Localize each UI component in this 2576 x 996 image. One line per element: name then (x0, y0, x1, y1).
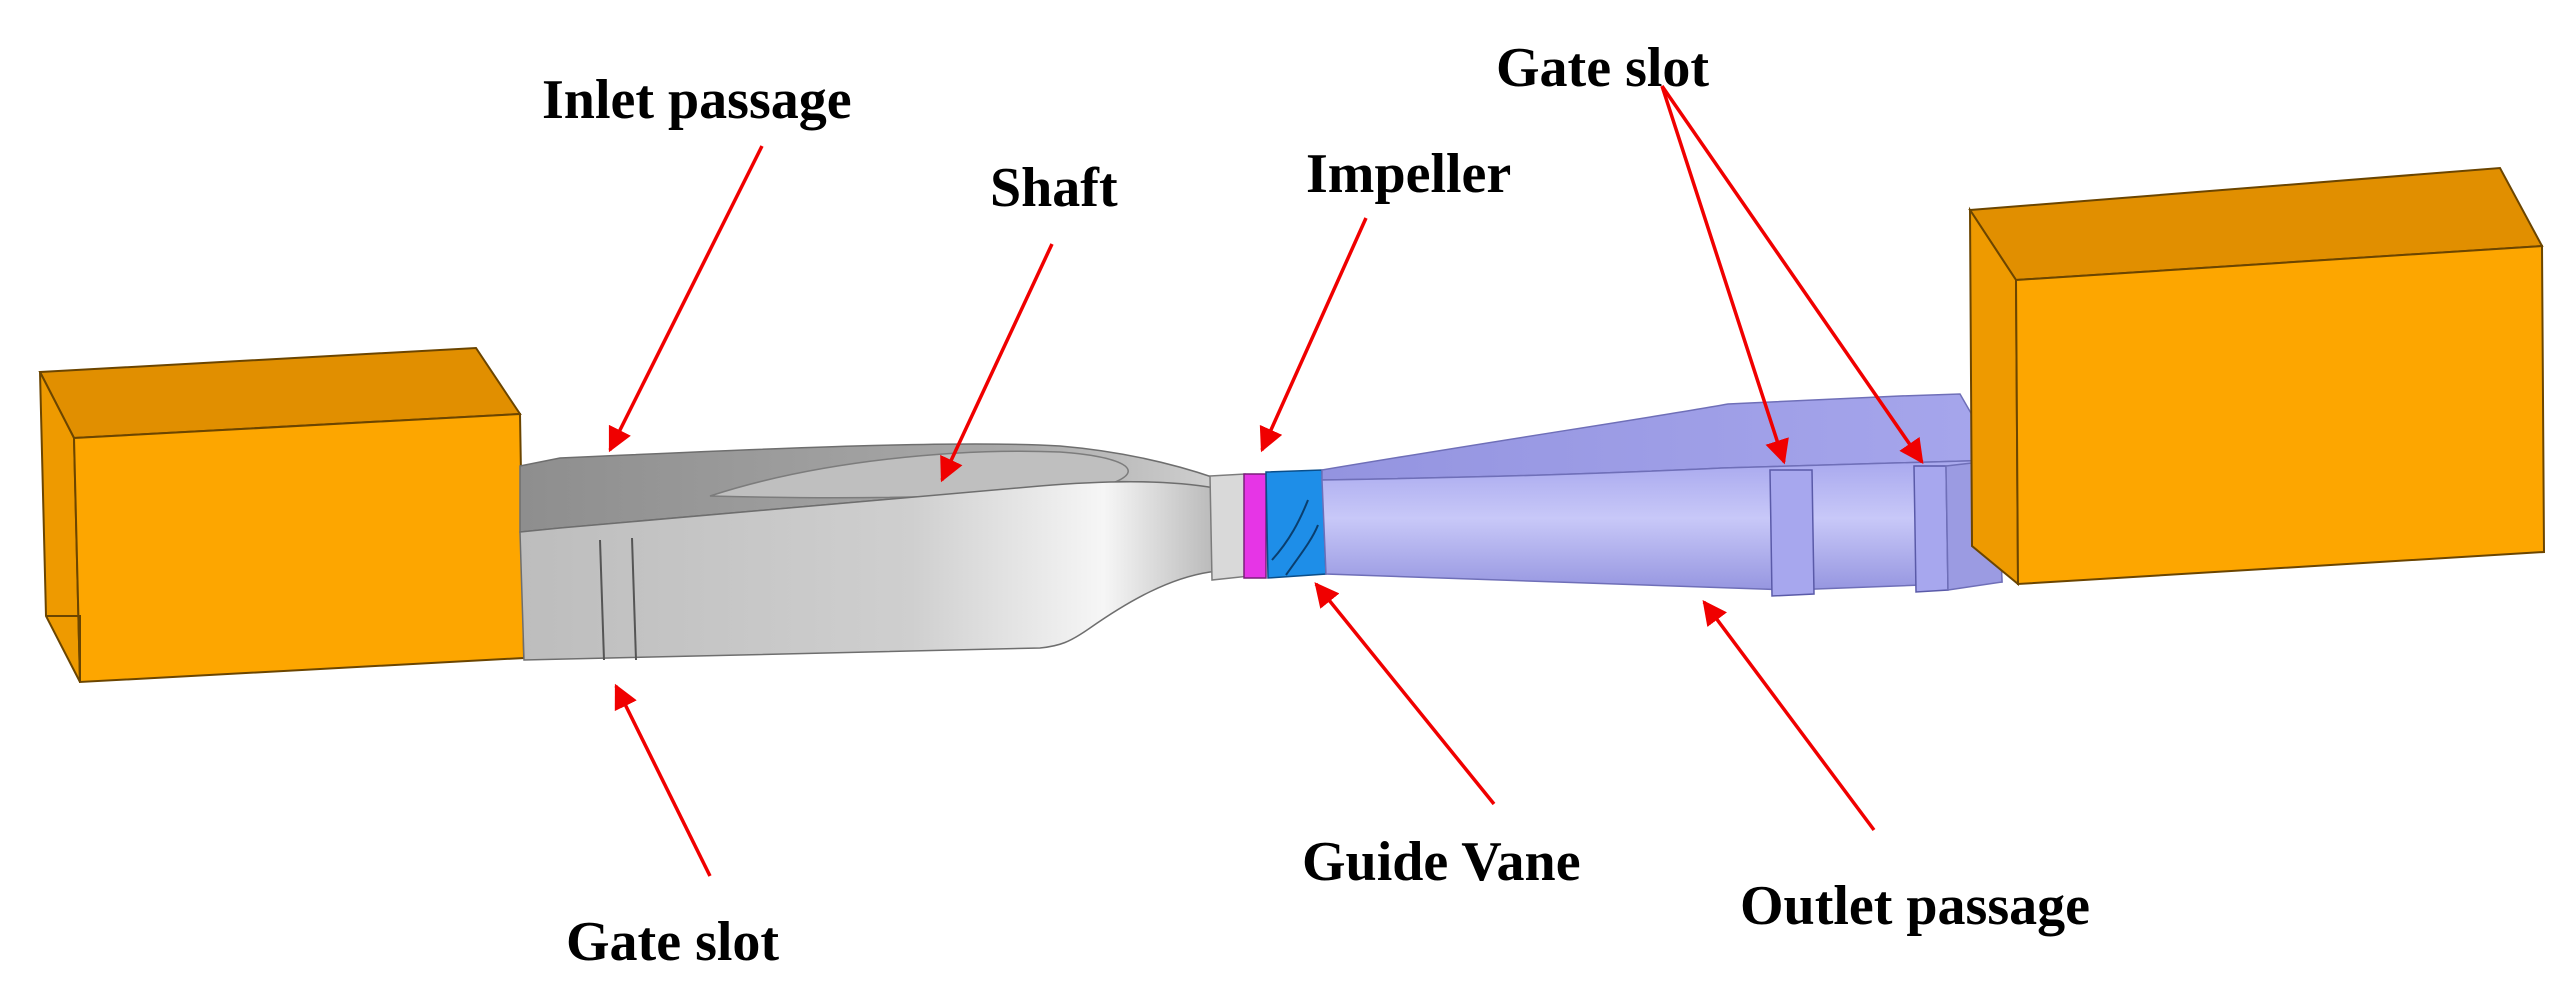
inlet-passage-body (519, 443, 1251, 661)
inlet-tank (38, 346, 526, 684)
arrow-shaft (940, 243, 1054, 483)
arrow-gate-slot-bottom (614, 683, 712, 877)
labels: Inlet passage Shaft Impeller Gate slot G… (542, 37, 2090, 973)
inlet-gate-slot-line-2 (631, 537, 637, 661)
pump-unit (1243, 469, 1327, 579)
label-shaft: Shaft (990, 157, 1118, 219)
impeller-ring (1243, 473, 1267, 579)
arrow-impeller (1259, 217, 1368, 453)
shaft-opening (709, 450, 1129, 499)
arrow-guide-vane (1314, 582, 1496, 806)
label-inlet-passage: Inlet passage (542, 69, 852, 131)
callout-arrows (608, 85, 1924, 877)
inlet-tank-front (72, 412, 526, 684)
label-gate-slot-top: Gate slot (1496, 37, 1709, 99)
outlet-gate-slot-2 (1913, 465, 1949, 593)
arrow-inlet-passage (608, 145, 764, 453)
outlet-tank (1968, 166, 2546, 587)
outlet-gate-slot-1 (1769, 469, 1815, 597)
label-impeller: Impeller (1306, 143, 1511, 205)
outlet-passage-body (1321, 393, 2003, 597)
inlet-gate-slot-line-1 (599, 539, 605, 661)
arrow-gate-slot-top-2 (1660, 85, 1924, 465)
inlet-passage-front (519, 480, 1233, 661)
outlet-tank-front (2014, 244, 2546, 586)
label-gate-slot-bottom: Gate slot (566, 911, 779, 973)
label-outlet-passage: Outlet passage (1740, 875, 2090, 937)
arrow-gate-slot-top-1 (1660, 85, 1789, 465)
outlet-passage-front (1321, 459, 2003, 591)
arrow-outlet-passage (1702, 600, 1876, 832)
label-guide-vane: Guide Vane (1302, 831, 1581, 893)
